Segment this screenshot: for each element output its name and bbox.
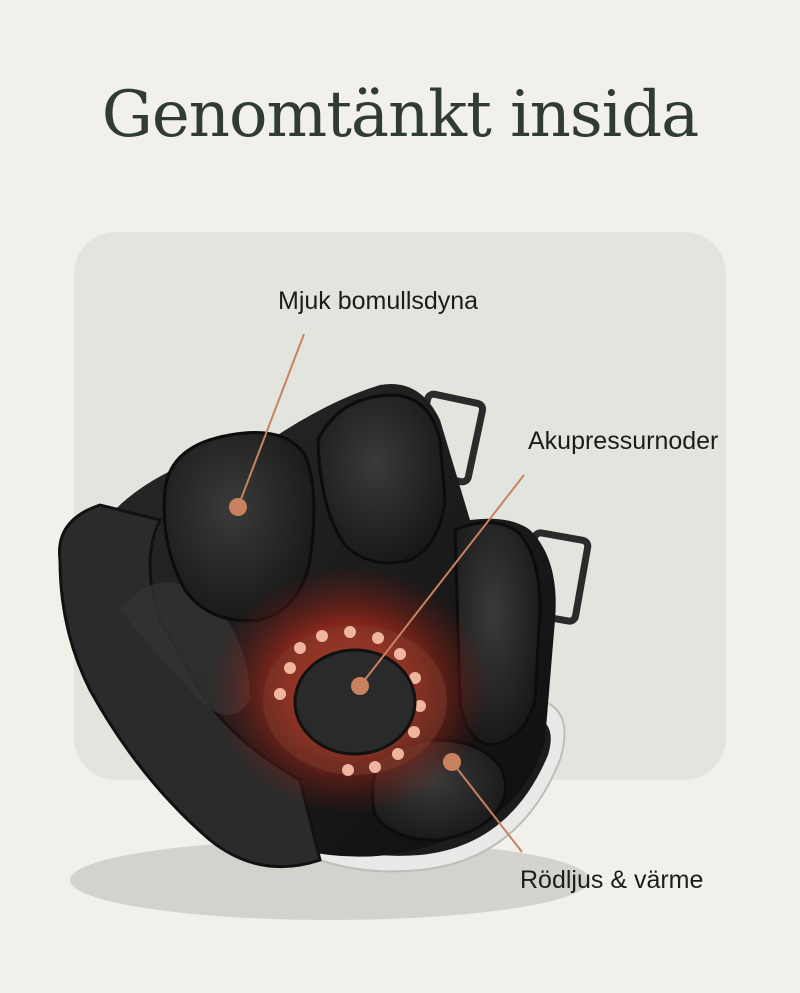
callout-label-light: Rödljus & värme xyxy=(520,866,704,894)
callout-dot-pad xyxy=(229,498,247,516)
cotton-pad-upper-left xyxy=(162,431,316,623)
cotton-pad-upper-right xyxy=(316,393,447,565)
callout-dot-light xyxy=(443,753,461,771)
callout-label-nodes: Akupressurnoder xyxy=(528,427,719,455)
callout-label-pad: Mjuk bomullsdyna xyxy=(278,287,479,315)
page-title: Genomtänkt insida xyxy=(101,78,700,152)
callout-dot-nodes xyxy=(351,677,369,695)
callout-line-light xyxy=(451,761,523,853)
acupressure-nodes xyxy=(274,626,426,776)
center-pressure-pad xyxy=(293,648,417,756)
callout-line-nodes xyxy=(359,474,525,687)
callout-line-pad xyxy=(237,333,305,508)
